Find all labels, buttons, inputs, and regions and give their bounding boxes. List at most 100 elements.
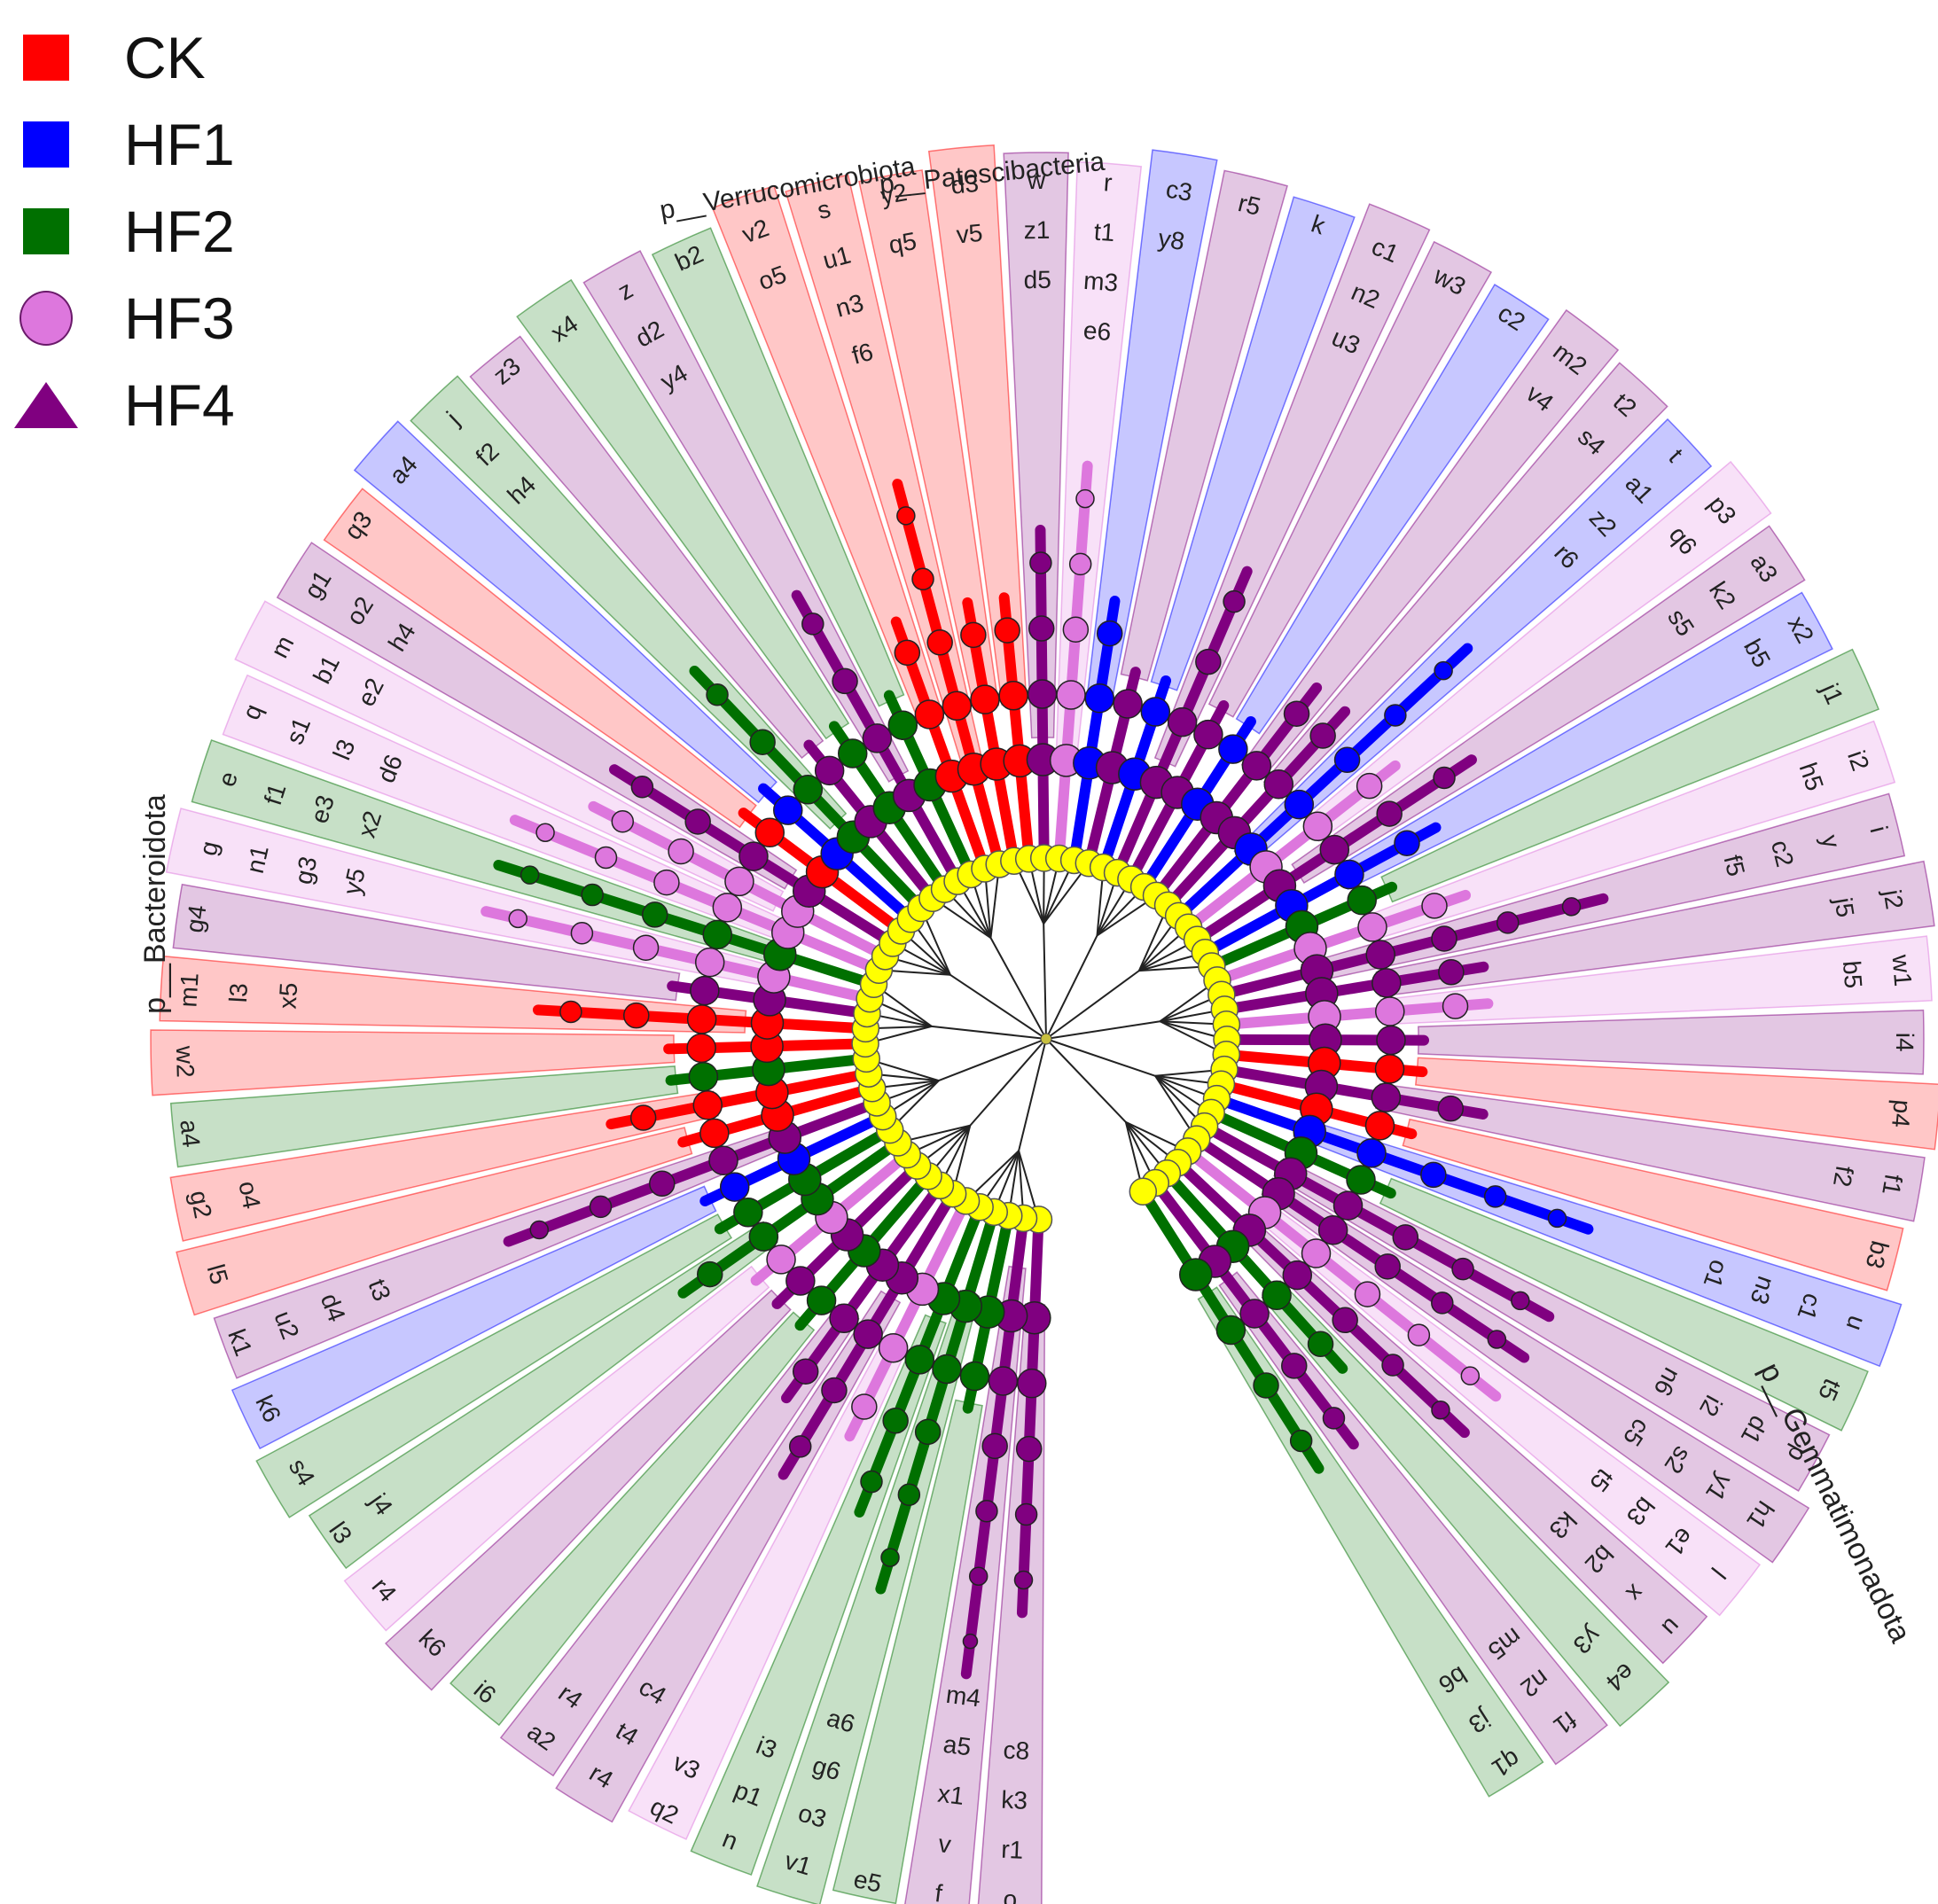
enriched-node: [1193, 719, 1223, 750]
enriched-node: [559, 1000, 582, 1024]
enriched-node: [1113, 689, 1143, 719]
enriched-node: [832, 667, 858, 695]
enriched-node: [1421, 893, 1448, 919]
root-edge: [1018, 1038, 1047, 1151]
enriched-node: [1084, 683, 1115, 714]
enriched-node: [1289, 1429, 1313, 1453]
taxon-label: f: [934, 1879, 944, 1904]
enriched-node: [766, 1245, 796, 1275]
enriched-branch-edge: [1053, 460, 1093, 864]
enriched-node: [692, 1090, 723, 1120]
node-layer: [508, 488, 1582, 1650]
enriched-node: [1140, 697, 1171, 727]
enriched-node: [994, 617, 1020, 644]
enriched-branch-edge: [503, 1096, 883, 1247]
enriched-node: [853, 1319, 883, 1349]
enriched-node: [748, 1221, 779, 1252]
taxon-label: g2: [184, 1189, 216, 1221]
taxon-label: r1: [1001, 1836, 1024, 1864]
enriched-node: [520, 865, 540, 885]
enriched-node: [1433, 766, 1456, 790]
enriched-node: [1392, 1224, 1419, 1251]
enriched-branch-edge: [1172, 1157, 1470, 1439]
enriched-node: [829, 1303, 859, 1333]
enriched-branch-edge: [1215, 893, 1609, 1001]
enriched-node: [1262, 1280, 1292, 1311]
enriched-node: [1407, 1323, 1431, 1346]
taxon-label: l3: [224, 982, 253, 1003]
enriched-node: [1284, 789, 1315, 820]
enriched-node: [1319, 834, 1350, 865]
root-edge: [949, 973, 1047, 1040]
taxon-label: i4: [1891, 1033, 1918, 1052]
enriched-node: [712, 893, 743, 923]
enriched-node: [1215, 1315, 1246, 1346]
enriched-node: [1561, 897, 1582, 917]
taxon-label: d3: [949, 169, 980, 199]
enriched-node: [653, 869, 680, 896]
enriched-node: [1307, 1330, 1334, 1358]
enriched-node: [801, 613, 824, 636]
taxon-label: y5: [338, 865, 371, 897]
enriched-branch-edge: [875, 1206, 1000, 1595]
enriched-node: [570, 922, 594, 945]
legend-label: HF3: [124, 285, 235, 351]
enriched-node: [851, 1393, 878, 1420]
enriched-node: [706, 683, 729, 706]
enriched-node: [1346, 1165, 1376, 1195]
enriched-node: [1438, 959, 1465, 986]
taxon-label: r: [1103, 168, 1114, 197]
taxon-label: a5: [942, 1730, 973, 1761]
root-edge: [1045, 1020, 1160, 1040]
enriched-node: [1075, 488, 1095, 509]
enriched-branch-edge: [1211, 1093, 1594, 1235]
taxon-label: j5: [1829, 895, 1859, 920]
taxon-label: v5: [955, 219, 983, 249]
taxon-label: x1: [936, 1780, 965, 1810]
enriched-node: [1371, 968, 1402, 998]
enriched-node: [1511, 1291, 1530, 1311]
enriched-node: [708, 1145, 738, 1175]
enriched-node: [581, 883, 604, 907]
enriched-node: [988, 1366, 1019, 1396]
enriched-node: [806, 1285, 837, 1315]
legend-item-hf3: HF3: [20, 275, 235, 362]
taxon-label: w: [1027, 167, 1046, 194]
enriched-node: [1394, 830, 1420, 856]
enriched-node: [1167, 706, 1198, 737]
enriched-node: [887, 710, 918, 740]
root-edge: [989, 937, 1047, 1040]
enriched-node: [733, 1198, 763, 1228]
taxon-label: v: [937, 1830, 953, 1859]
enriched-node: [1027, 679, 1058, 709]
enriched-node: [911, 567, 934, 591]
enriched-node: [1301, 1238, 1332, 1268]
enriched-node: [785, 1266, 816, 1296]
enriched-node: [594, 846, 618, 870]
enriched-node: [1223, 589, 1246, 613]
green-square-icon: [20, 205, 73, 258]
enriched-node: [896, 506, 916, 526]
taxon-label: b5: [1838, 960, 1867, 990]
enriched-node: [1483, 1185, 1507, 1208]
legend-item-hf4: HF4: [14, 362, 235, 449]
enriched-node: [719, 1172, 750, 1202]
enriched-node: [690, 975, 720, 1006]
enriched-node: [894, 639, 921, 667]
enriched-node: [589, 1195, 613, 1219]
enriched-node: [1371, 1082, 1402, 1112]
enriched-node: [1332, 1190, 1364, 1221]
enriched-node: [970, 684, 1000, 714]
enriched-node: [914, 1418, 942, 1446]
taxon-label: d5: [1023, 266, 1051, 293]
enriched-node: [1253, 1372, 1279, 1399]
enriched-node: [1442, 993, 1469, 1019]
enriched-node: [1178, 1258, 1213, 1291]
unenriched-node: [1129, 1177, 1158, 1206]
legend-item-ck: CK: [20, 14, 235, 101]
enriched-node: [1364, 1111, 1395, 1141]
root-edge: [1045, 1038, 1127, 1123]
enriched-node: [1434, 660, 1453, 681]
taxon-label: n1: [241, 843, 274, 876]
